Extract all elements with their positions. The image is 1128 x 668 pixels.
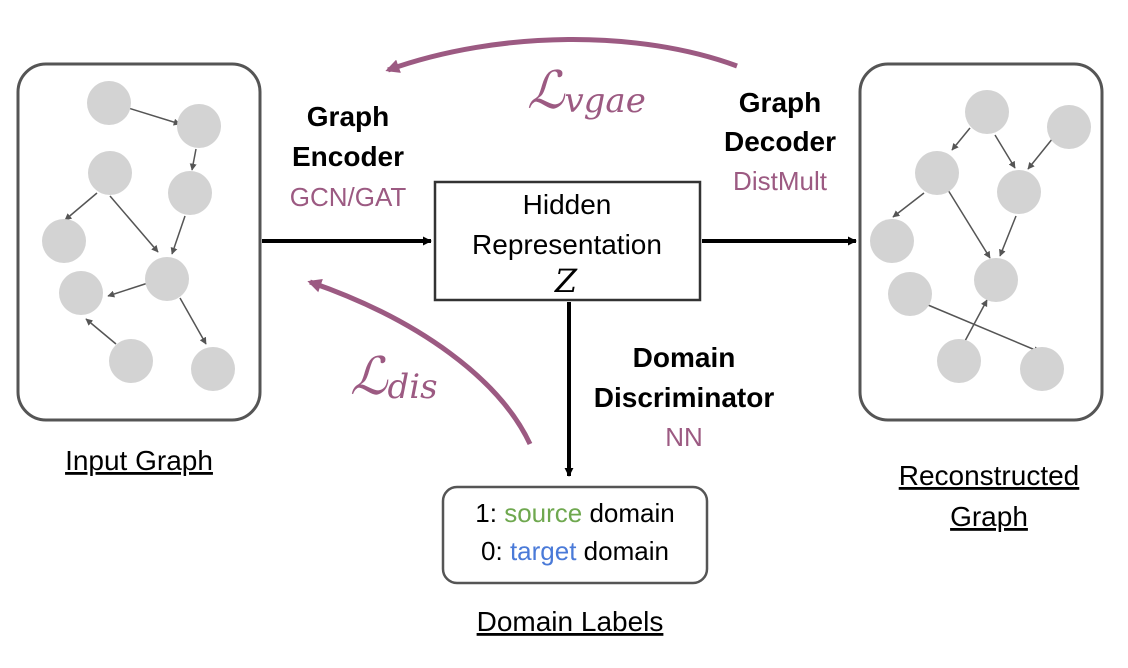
dis-loss-arrow [307,279,533,446]
graph-node [1047,105,1091,149]
graph-node [997,170,1041,214]
hidden-symbol-z: Z [554,262,578,300]
graph-node [974,258,1018,302]
graph-node [87,81,131,125]
graph-node [168,171,212,215]
graph-node [870,219,914,263]
encoder-title-line2: Encoder [292,141,404,172]
graph-node [88,151,132,195]
discriminator-title-line2: Discriminator [594,382,775,413]
decoder-title-line2: Decoder [724,126,836,157]
input-graph-edges [64,106,207,345]
graph-node [177,104,221,148]
graph-node [965,90,1009,134]
graph-node [191,347,235,391]
graph-node [109,339,153,383]
discriminator-title-line1: Domain [633,342,736,373]
hidden-representation-box [433,180,702,302]
input-graph-nodes [42,81,235,391]
domain-label-target: 0: target domain [481,536,669,566]
domain-labels-caption: Domain Labels [477,606,664,637]
graph-node [145,257,189,301]
reconstructed-graph-caption-line2: Graph [950,501,1028,532]
encoder-method: GCN/GAT [290,182,407,212]
reconstructed-graph-edges [892,127,1054,353]
graph-node [59,271,103,315]
hidden-line1: Hidden [523,189,612,220]
discriminator-method: NN [665,422,703,452]
domain-labels-box [441,485,709,585]
graph-node [888,272,932,316]
graph-node [42,219,86,263]
graph-node [915,151,959,195]
graph-node [1020,347,1064,391]
decoder-title-line1: Graph [739,87,821,118]
hidden-line2: Representation [472,229,662,260]
reconstructed-graph-nodes [870,90,1091,391]
encoder-title-line1: Graph [307,101,389,132]
decoder-method: DistMult [733,166,828,196]
input-graph-caption: Input Graph [65,445,213,476]
graph-node [937,339,981,383]
vgae-loss-arrow [385,37,738,73]
dis-loss-label: ℒdis [350,347,438,407]
vgae-loss-label: ℒvgae [527,61,646,121]
domain-label-source: 1: source domain [475,498,674,528]
reconstructed-graph-caption-line1: Reconstructed [899,460,1080,491]
